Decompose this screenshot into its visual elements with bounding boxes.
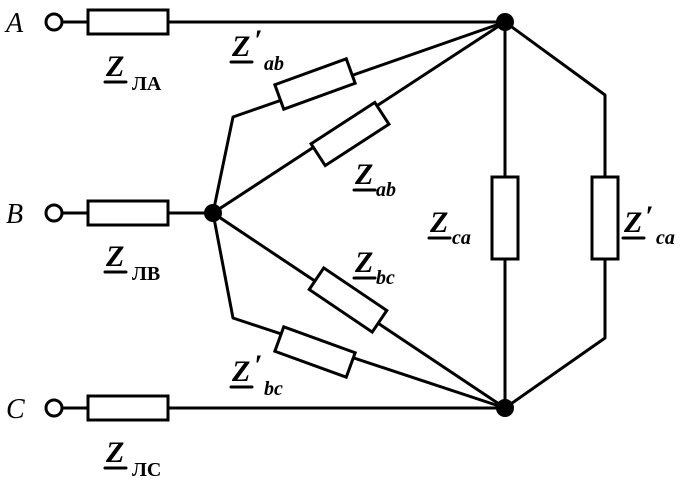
svg-text:′: ′ bbox=[645, 200, 653, 233]
branch-z-ab bbox=[211, 20, 507, 215]
terminal-label-c: C bbox=[6, 394, 25, 425]
branch-z-bc-prime bbox=[211, 211, 507, 410]
svg-text:Z: Z bbox=[231, 355, 250, 388]
svg-text:Z: Z bbox=[105, 436, 124, 469]
resistor-z-lc bbox=[86, 394, 170, 422]
svg-text:ab: ab bbox=[264, 53, 284, 75]
label-z-ca-prime: Z ′ ca bbox=[621, 200, 675, 249]
terminal-label-a: A bbox=[4, 8, 24, 39]
label-z-lb: Z ЛB bbox=[103, 240, 160, 285]
branch-z-ca bbox=[490, 20, 520, 410]
branch-z-ab-prime bbox=[211, 20, 507, 215]
label-z-la: Z ЛA bbox=[103, 50, 162, 95]
resistor-z-ab-prime bbox=[272, 56, 358, 112]
svg-text:Z: Z bbox=[105, 240, 124, 273]
label-z-ca: Z ca bbox=[427, 206, 471, 249]
svg-text:Z: Z bbox=[429, 206, 448, 239]
node-b bbox=[204, 204, 222, 222]
svg-text:Z: Z bbox=[623, 206, 642, 239]
resistor-z-ca-prime bbox=[590, 175, 620, 261]
resistor-z-la bbox=[86, 8, 170, 36]
line-b bbox=[44, 199, 215, 227]
label-z-bc: Z bc bbox=[352, 246, 395, 289]
terminal-b bbox=[44, 203, 64, 223]
svg-text:ca: ca bbox=[656, 227, 675, 249]
svg-text:Z: Z bbox=[231, 30, 250, 63]
resistor-z-ab bbox=[308, 100, 392, 168]
line-a bbox=[44, 8, 507, 36]
svg-text:ab: ab bbox=[376, 179, 396, 201]
resistor-z-bc bbox=[307, 265, 389, 335]
svg-text:′: ′ bbox=[254, 349, 262, 382]
resistor-z-bc-prime bbox=[272, 324, 358, 380]
terminal-a bbox=[44, 12, 64, 32]
svg-text:Z: Z bbox=[354, 158, 373, 191]
svg-text:ЛC: ЛC bbox=[132, 459, 161, 481]
label-z-lc: Z ЛC bbox=[103, 436, 161, 481]
svg-text:Z: Z bbox=[354, 246, 373, 279]
svg-text:bc: bc bbox=[264, 378, 283, 400]
line-c bbox=[44, 394, 507, 422]
label-z-ab: Z ab bbox=[352, 158, 396, 201]
svg-text:ЛA: ЛA bbox=[132, 73, 162, 95]
branch-z-bc bbox=[211, 211, 507, 410]
terminal-label-b: B bbox=[6, 199, 23, 230]
svg-text:Z: Z bbox=[105, 50, 124, 83]
svg-text:ЛB: ЛB bbox=[132, 263, 160, 285]
node-c bbox=[496, 399, 514, 417]
label-z-ab-prime: Z ′ ab bbox=[229, 24, 284, 75]
branch-z-ca-prime bbox=[503, 20, 620, 410]
resistor-z-lb bbox=[86, 199, 170, 227]
terminal-c bbox=[44, 398, 64, 418]
svg-text:′: ′ bbox=[254, 24, 262, 57]
resistor-z-ca bbox=[490, 175, 520, 261]
node-a bbox=[496, 13, 514, 31]
label-z-bc-prime: Z ′ bc bbox=[229, 349, 283, 400]
svg-text:ca: ca bbox=[452, 227, 471, 249]
svg-text:bc: bc bbox=[376, 267, 395, 289]
